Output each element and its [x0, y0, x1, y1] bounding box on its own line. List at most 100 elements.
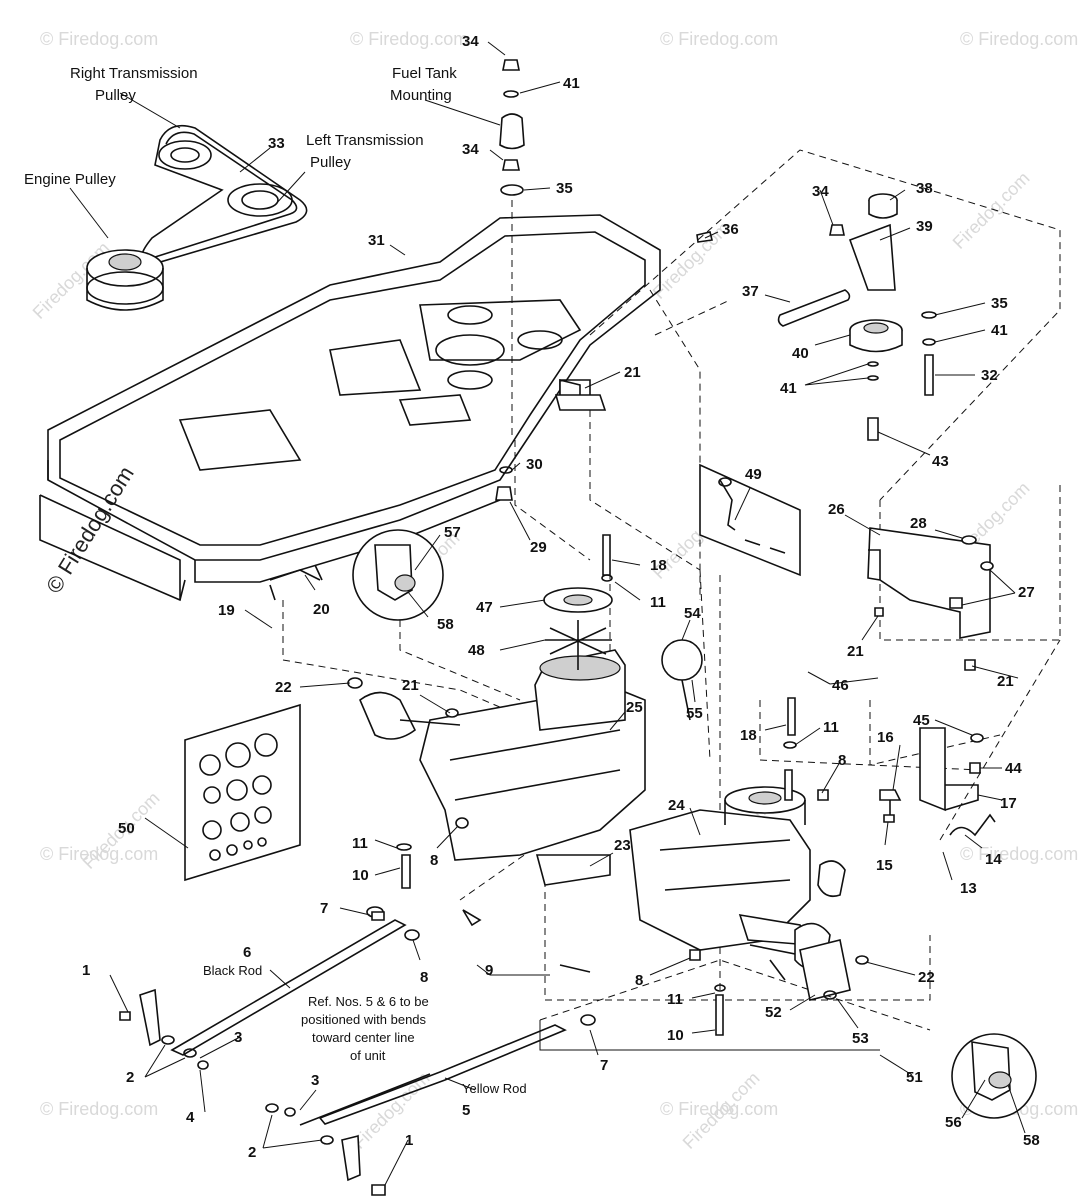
callout-34: 34	[462, 141, 479, 158]
callout-38: 38	[916, 180, 933, 197]
watermark: © Firedog.com	[960, 29, 1078, 49]
callout-19: 19	[218, 602, 235, 619]
callout-10: 10	[667, 1027, 684, 1044]
callout-22: 22	[275, 679, 292, 696]
callout-numbers: 34 41 34 35 33 31 36 34 38 39 37 35 41 4…	[82, 33, 1040, 1161]
callout-7: 7	[600, 1057, 608, 1074]
watermark: © Firedog.com	[960, 844, 1078, 864]
callout-6: 6	[243, 944, 251, 961]
idler-assembly	[495, 193, 937, 501]
callout-40: 40	[792, 345, 809, 362]
seal-kit-50	[184, 703, 301, 882]
label-engine-pulley: Engine Pulley	[24, 171, 116, 188]
bracket-17	[269, 564, 996, 837]
leader-lines	[69, 41, 1026, 1186]
callout-54: 54	[684, 605, 701, 622]
callout-11: 11	[823, 719, 839, 736]
callout-46: 46	[832, 677, 849, 694]
callout-23: 23	[614, 837, 631, 854]
callout-49: 49	[745, 466, 762, 483]
label-fuel-tank-mounting-1: Fuel Tank	[392, 65, 457, 82]
callout-21: 21	[402, 677, 419, 694]
callout-10: 10	[352, 867, 369, 884]
callout-21: 21	[847, 643, 864, 660]
bracket-assembly	[867, 527, 994, 671]
callout-58: 58	[437, 616, 454, 633]
callout-43: 43	[932, 453, 949, 470]
callout-27: 27	[1018, 584, 1035, 601]
callout-21: 21	[624, 364, 641, 381]
callout-41: 41	[991, 322, 1008, 339]
callout-3: 3	[311, 1072, 319, 1089]
callout-8: 8	[838, 752, 846, 769]
callout-28: 28	[910, 515, 927, 532]
callout-41: 41	[780, 380, 797, 397]
callout-14: 14	[985, 851, 1002, 868]
callout-18: 18	[650, 557, 667, 574]
callout-34: 34	[812, 183, 829, 200]
callout-5: 5	[462, 1102, 470, 1119]
callout-31: 31	[368, 232, 385, 249]
label-right-transmission-pulley-1: Right Transmission	[70, 65, 198, 82]
callout-35: 35	[991, 295, 1008, 312]
callout-1: 1	[82, 962, 90, 979]
callout-55: 55	[686, 705, 703, 722]
callout-36: 36	[722, 221, 739, 238]
callout-47: 47	[476, 599, 493, 616]
watermark: © Firedog.com	[40, 1099, 158, 1119]
callout-58: 58	[1023, 1132, 1040, 1149]
callout-33: 33	[268, 135, 285, 152]
callout-30: 30	[526, 456, 543, 473]
right-transaxle	[535, 697, 846, 981]
label-left-transmission-pulley-2: Pulley	[310, 154, 351, 171]
callout-9: 9	[485, 962, 493, 979]
watermark-copyright: © Firedog.com	[41, 462, 139, 598]
callout-11: 11	[650, 594, 666, 611]
callout-13: 13	[960, 880, 977, 897]
callout-50: 50	[118, 820, 135, 837]
watermark: Firedog.com	[949, 168, 1034, 253]
callout-35: 35	[556, 180, 573, 197]
descriptive-labels: Right Transmission Pulley Left Transmiss…	[24, 65, 527, 1096]
callout-4: 4	[186, 1109, 195, 1126]
callout-39: 39	[916, 218, 933, 235]
callout-21: 21	[997, 673, 1014, 690]
callout-45: 45	[913, 712, 930, 729]
watermark: Firedog.com	[649, 218, 734, 303]
callout-41: 41	[563, 75, 580, 92]
callout-2: 2	[126, 1069, 134, 1086]
label-fuel-tank-mounting-2: Mounting	[390, 87, 452, 104]
watermark: © Firedog.com	[660, 1099, 778, 1119]
watermark: © Firedog.com	[350, 29, 468, 49]
callout-3: 3	[234, 1029, 242, 1046]
watermark: © Firedog.com	[660, 29, 778, 49]
callout-53: 53	[852, 1030, 869, 1047]
callout-20: 20	[313, 601, 330, 618]
label-yellow-rod: Yellow Rod	[462, 1081, 527, 1096]
fuel-tank-mounting	[499, 59, 525, 440]
callout-37: 37	[742, 283, 759, 300]
callout-8: 8	[430, 852, 438, 869]
note-line-3: toward center line	[312, 1030, 415, 1045]
label-black-rod: Black Rod	[203, 963, 262, 978]
callout-16: 16	[877, 729, 894, 746]
callout-26: 26	[828, 501, 845, 518]
watermark: © Firedog.com	[40, 29, 158, 49]
callout-15: 15	[876, 857, 893, 874]
belt-assembly	[86, 124, 308, 311]
callout-8: 8	[420, 969, 428, 986]
callout-57: 57	[444, 524, 461, 541]
label-left-transmission-pulley-1: Left Transmission	[306, 132, 424, 149]
callout-11: 11	[667, 991, 683, 1008]
callout-56: 56	[945, 1114, 962, 1131]
callout-29: 29	[530, 539, 547, 556]
note-line-1: Ref. Nos. 5 & 6 to be	[308, 994, 429, 1009]
callout-11: 11	[352, 835, 368, 852]
detail-circle-56	[951, 1033, 1037, 1119]
callout-18: 18	[740, 727, 757, 744]
callout-22: 22	[918, 969, 935, 986]
callout-17: 17	[1000, 795, 1017, 812]
callout-52: 52	[765, 1004, 782, 1021]
callout-8: 8	[635, 972, 643, 989]
